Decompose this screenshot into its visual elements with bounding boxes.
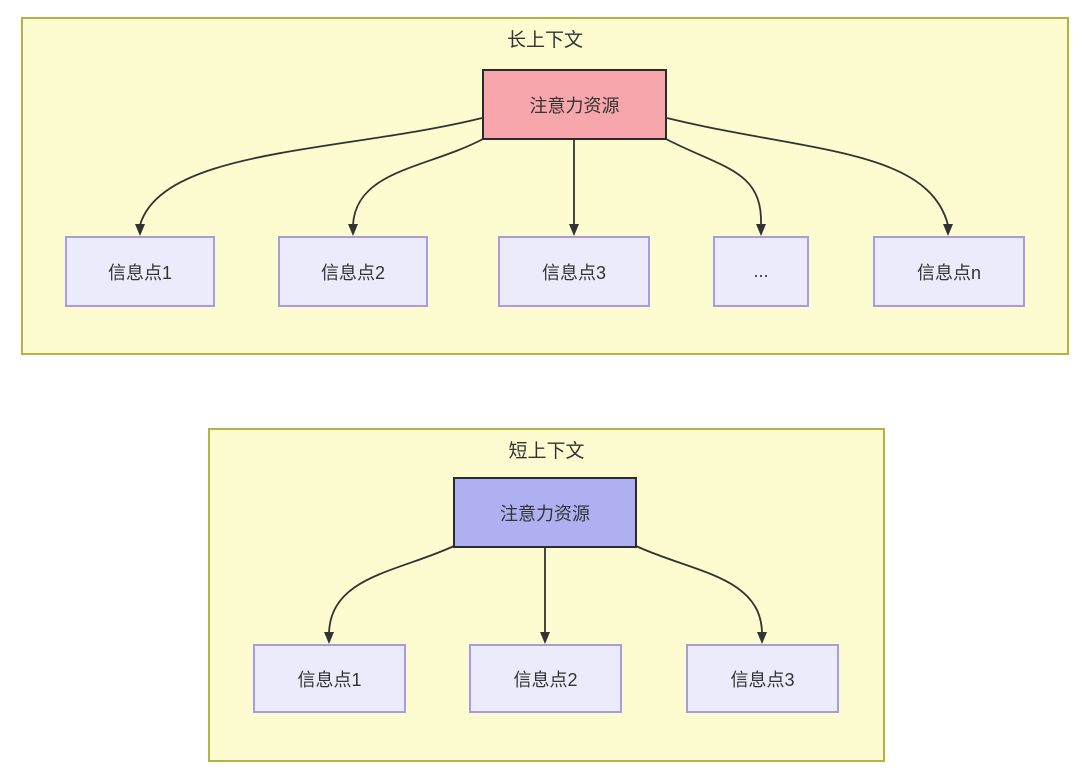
long-context-title: 长上下文	[506, 30, 583, 51]
node-long-info-3: 信息点3	[498, 236, 650, 307]
node-long-info-2: 信息点2	[278, 236, 428, 307]
node-long-info-1: 信息点1	[65, 236, 215, 307]
short-context-title: 短上下文	[508, 441, 585, 462]
attention-source-long: 注意力资源	[482, 69, 667, 140]
node-short-info-2: 信息点2	[469, 644, 622, 713]
node-short-info-3: 信息点3	[686, 644, 839, 713]
attention-source-short: 注意力资源	[453, 477, 637, 548]
node-long-ellipsis: ...	[713, 236, 809, 307]
node-short-info-1: 信息点1	[253, 644, 406, 713]
node-long-info-n: 信息点n	[873, 236, 1025, 307]
